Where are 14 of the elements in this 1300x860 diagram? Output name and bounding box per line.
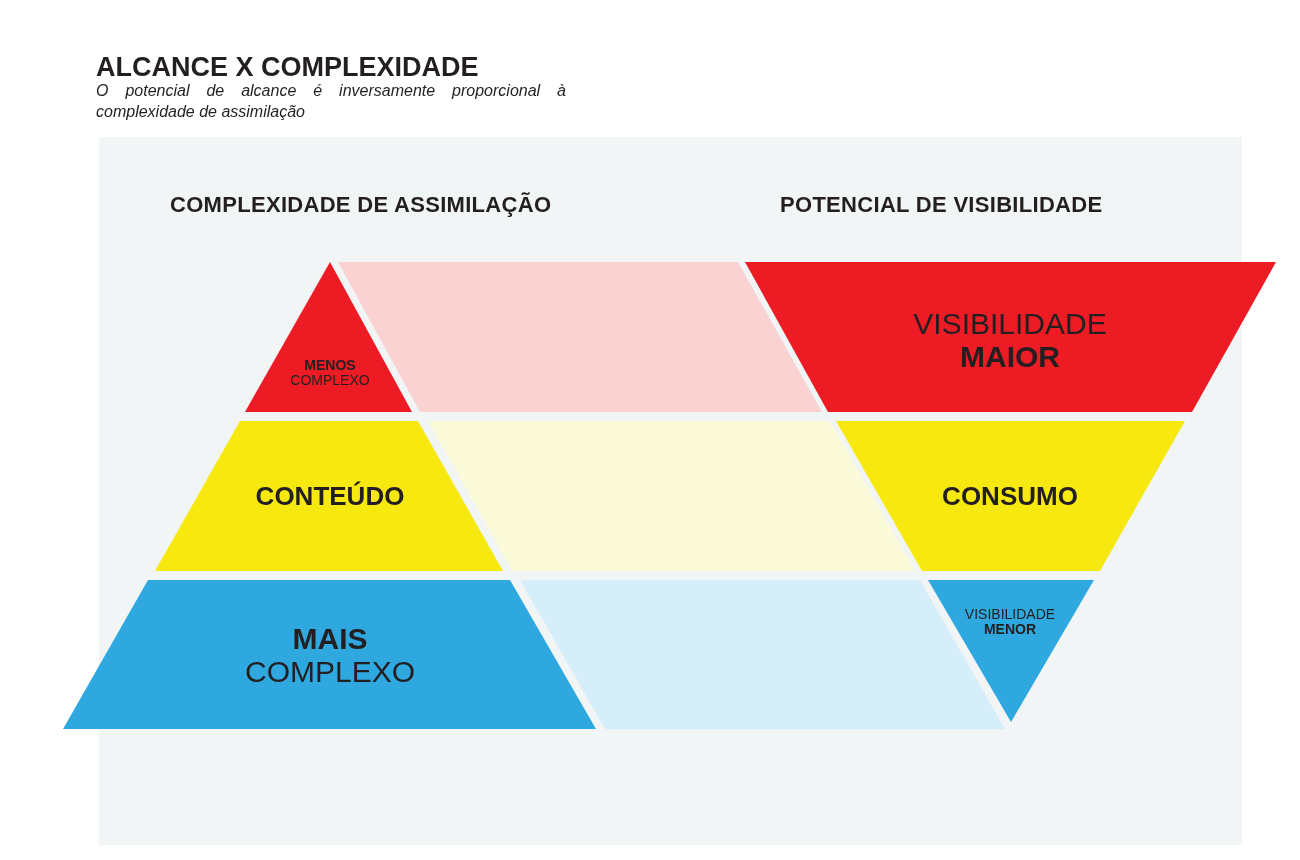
title: ALCANCE X COMPLEXIDADE [96,52,479,83]
subtitle: O potencial de alcance é inversamente proporcional à complexidade de assimilação [96,81,566,122]
shape-label: COMPLEXO [290,373,370,389]
shape-label: CONTEÚDO [255,481,405,511]
shape-label: MENOR [983,622,1037,638]
shape-label: MAIS [292,622,368,655]
shape-label: MAIOR [960,340,1060,373]
column-heading: COMPLEXIDADE DE ASSIMILAÇÃO [170,192,552,218]
column-heading: POTENCIAL DE VISIBILIDADE [780,192,1103,218]
shape-label: MENOS [304,357,356,373]
shape-label: COMPLEXO [245,655,415,688]
shape-label: CONSUMO [942,481,1078,511]
shape-label: VISIBILIDADE [964,606,1056,622]
shape-label: VISIBILIDADE [913,307,1107,340]
